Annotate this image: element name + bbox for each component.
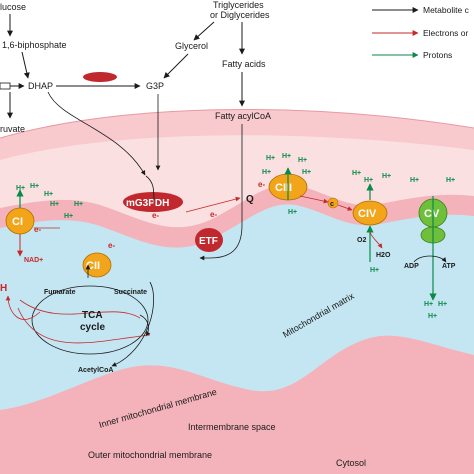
triglycerides-label: Triglycerides [213, 0, 264, 10]
o2-label: O2 [357, 237, 366, 244]
electron-flow: e- e- e- e- e- [34, 175, 353, 250]
nad-label: NAD+ [24, 257, 43, 264]
electron-ci: e- [34, 225, 41, 234]
tca-title-2: cycle [80, 322, 105, 333]
cytosol-label: Cytosol [336, 458, 366, 468]
acetylcoa-label: AcetylCoA [78, 367, 113, 374]
fatty-acids-label: Fatty acids [222, 59, 266, 69]
complex-i: CI [5, 207, 35, 235]
mitochondrial-matrix [0, 204, 474, 410]
proton-17: H+ [288, 209, 297, 216]
proton-flow: H+ H+ H+ H+ H+ H+ H+ H+ H+ H+ H+ H+ H+ H… [16, 153, 455, 320]
proton-1: H+ [16, 185, 25, 192]
adp-label: ADP [404, 263, 419, 270]
proton-12: H+ [352, 170, 361, 177]
intermembrane-label: Intermembrane space [188, 422, 276, 432]
biphosphate-label: 1,6-biphosphate [2, 40, 67, 50]
lower-inner-membrane [0, 335, 474, 428]
proton-3: H+ [44, 191, 53, 198]
proton-16: H+ [446, 177, 455, 184]
electron-mg3pdh: e- [152, 211, 159, 220]
cytochrome-c: c [327, 197, 339, 209]
etf-enzyme: ETF [195, 228, 223, 252]
proton-6: H+ [64, 213, 73, 220]
glucose-label: lucose [0, 2, 26, 12]
g3p-label: G3P [146, 81, 164, 91]
legend-metabolite: Metabolite c [423, 5, 470, 15]
lower-outer-membrane [0, 443, 474, 466]
tca-title-1: TCA [82, 310, 103, 321]
carriers: NAD+ H O2 H2O ADP ATP [0, 231, 456, 294]
proton-20: H+ [438, 301, 447, 308]
cytochrome-c-label: c [330, 201, 334, 208]
nadh-label: H [0, 283, 7, 294]
proton-5: H+ [74, 201, 83, 208]
complex-iv: CIV [352, 200, 388, 226]
legend: Metabolite c Electrons or Protons [372, 5, 470, 60]
tca-cycle: Fumarate Succinate TCA cycle AcetylCoA [5, 264, 154, 374]
proton-8: H+ [282, 153, 291, 160]
proton-10: H+ [262, 169, 271, 176]
complex-i-label: CI [12, 216, 23, 228]
electron-cii: e- [108, 241, 115, 250]
proton-18: H+ [370, 267, 379, 274]
diglycerides-label: or Diglycerides [210, 10, 270, 20]
outer-membrane-label: Outer mitochondrial membrane [88, 450, 212, 460]
legend-electrons: Electrons or [423, 28, 469, 38]
electron-etf: e- [210, 210, 217, 219]
glycerol-label: Glycerol [175, 41, 208, 51]
complex-v-label: CV [424, 208, 440, 220]
proton-14: H+ [382, 173, 391, 180]
proton-4: H+ [50, 201, 59, 208]
h2o-label: H2O [376, 252, 391, 259]
pyruvate-label: ruvate [0, 124, 25, 134]
dhap-label: DHAP [28, 81, 53, 91]
mg3pdh-enzyme: mG3PDH [123, 192, 183, 212]
proton-19: H+ [424, 301, 433, 308]
proton-15: H+ [410, 177, 419, 184]
fatty-acylcoa-label: Fatty acylCoA [215, 111, 271, 121]
proton-2: H+ [30, 183, 39, 190]
complex-ii: CII [82, 252, 112, 278]
atp-label: ATP [442, 263, 456, 270]
proton-21: H+ [428, 313, 437, 320]
mg3pdh-label: mG3PDH [126, 198, 169, 209]
lipid-pathway: Triglycerides or Diglycerides Glycerol F… [155, 0, 271, 261]
legend-protons: Protons [423, 50, 452, 60]
proton-7: H+ [266, 155, 275, 162]
ubiquinone-q: Q [246, 194, 254, 205]
electron-q: e- [258, 180, 265, 189]
glycolysis-pathway: lucose 1,6-biphosphate DHAP ruvate G3P [0, 2, 164, 176]
cytosolic-g3pdh-enzyme [83, 72, 117, 82]
proton-13: H+ [364, 177, 373, 184]
succinate-label: Succinate [114, 289, 147, 296]
complex-iii-label: CIII [275, 182, 292, 194]
proton-11: H+ [302, 169, 311, 176]
complex-iv-label: CIV [358, 208, 377, 220]
proton-9: H+ [298, 157, 307, 164]
etf-label: ETF [199, 236, 218, 247]
fumarate-label: Fumarate [44, 289, 76, 296]
